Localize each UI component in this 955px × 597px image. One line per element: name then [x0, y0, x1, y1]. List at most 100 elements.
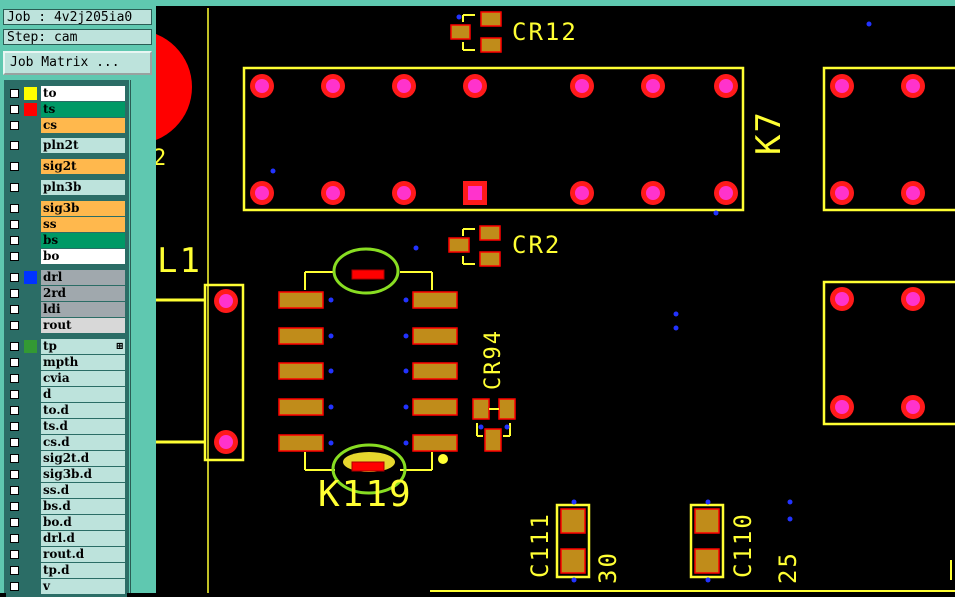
layer-name[interactable]: rout: [41, 318, 125, 333]
layer-row-bo[interactable]: bo: [6, 249, 127, 264]
layer-row-sig2t-d[interactable]: sig2t.d: [6, 451, 127, 466]
layer-color-swatch[interactable]: [24, 103, 37, 116]
layer-checkbox[interactable]: [10, 289, 19, 298]
layer-checkbox[interactable]: [10, 438, 19, 447]
smd-pad: [484, 428, 502, 452]
layer-checkbox[interactable]: [10, 390, 19, 399]
layer-row-sig2t[interactable]: sig2t: [6, 159, 127, 174]
layer-row-ts-d[interactable]: ts.d: [6, 419, 127, 434]
layer-checkbox[interactable]: [10, 252, 19, 261]
layer-name[interactable]: bs: [41, 233, 125, 248]
layer-checkbox[interactable]: [10, 273, 19, 282]
layer-row-pln3b[interactable]: pln3b: [6, 180, 127, 195]
layer-checkbox[interactable]: [10, 470, 19, 479]
layer-checkbox[interactable]: [10, 518, 19, 527]
layer-checkbox[interactable]: [10, 121, 19, 130]
layer-name[interactable]: sig3b: [41, 201, 125, 216]
via: [673, 311, 679, 317]
layer-name[interactable]: drl: [41, 270, 125, 285]
layer-checkbox[interactable]: [10, 374, 19, 383]
layer-row-ss-d[interactable]: ss.d: [6, 483, 127, 498]
layer-name[interactable]: pln2t: [41, 138, 125, 153]
layer-checkbox[interactable]: [10, 358, 19, 367]
layer-name[interactable]: mpth: [41, 355, 125, 370]
layer-checkbox[interactable]: [10, 105, 19, 114]
layer-checkbox[interactable]: [10, 342, 19, 351]
layer-row-bs-d[interactable]: bs.d: [6, 499, 127, 514]
layer-row-drl[interactable]: drl: [6, 270, 127, 285]
layer-checkbox[interactable]: [10, 550, 19, 559]
layer-checkbox[interactable]: [10, 204, 19, 213]
layer-color-swatch[interactable]: [24, 340, 37, 353]
layer-row-ldi[interactable]: ldi: [6, 302, 127, 317]
layer-name[interactable]: tp⊞: [41, 339, 125, 354]
layer-name[interactable]: cs: [41, 118, 125, 133]
layer-row-sig3b[interactable]: sig3b: [6, 201, 127, 216]
layer-name[interactable]: sig3b.d: [41, 467, 125, 482]
layer-row-v[interactable]: v: [6, 579, 127, 594]
layer-name[interactable]: bs.d: [41, 499, 125, 514]
layer-name[interactable]: bo: [41, 249, 125, 264]
layer-checkbox[interactable]: [10, 220, 19, 229]
layer-row-sig3b-d[interactable]: sig3b.d: [6, 467, 127, 482]
layer-row-tp-d[interactable]: tp.d: [6, 563, 127, 578]
layer-name[interactable]: to: [41, 86, 125, 101]
layer-name[interactable]: drl.d: [41, 531, 125, 546]
layer-name[interactable]: v: [41, 579, 125, 594]
layer-row-rout[interactable]: rout: [6, 318, 127, 333]
layer-row-mpth[interactable]: mpth: [6, 355, 127, 370]
layer-row-rout-d[interactable]: rout.d: [6, 547, 127, 562]
layer-checkbox[interactable]: [10, 162, 19, 171]
layer-name[interactable]: ts.d: [41, 419, 125, 434]
layer-name[interactable]: pln3b: [41, 180, 125, 195]
layer-row-cs[interactable]: cs: [6, 118, 127, 133]
layer-name[interactable]: 2rd: [41, 286, 125, 301]
layer-row-drl-d[interactable]: drl.d: [6, 531, 127, 546]
layer-checkbox[interactable]: [10, 236, 19, 245]
layer-row-pln2t[interactable]: pln2t: [6, 138, 127, 153]
layer-row-2rd[interactable]: 2rd: [6, 286, 127, 301]
layer-row-ts[interactable]: ts: [6, 102, 127, 117]
layer-name[interactable]: sig2t: [41, 159, 125, 174]
layer-row-d[interactable]: d: [6, 387, 127, 402]
layer-checkbox[interactable]: [10, 305, 19, 314]
layer-name[interactable]: ldi: [41, 302, 125, 317]
layer-name[interactable]: tp.d: [41, 563, 125, 578]
layer-name[interactable]: to.d: [41, 403, 125, 418]
layer-color-swatch[interactable]: [24, 271, 37, 284]
layer-checkbox[interactable]: [10, 566, 19, 575]
layer-row-bs[interactable]: bs: [6, 233, 127, 248]
layer-checkbox[interactable]: [10, 454, 19, 463]
layer-row-bo-d[interactable]: bo.d: [6, 515, 127, 530]
layer-row-to-d[interactable]: to.d: [6, 403, 127, 418]
layer-checkbox[interactable]: [10, 486, 19, 495]
expand-icon[interactable]: ⊞: [115, 341, 124, 352]
layer-name[interactable]: bo.d: [41, 515, 125, 530]
layer-checkbox[interactable]: [10, 406, 19, 415]
layer-row-cvia[interactable]: cvia: [6, 371, 127, 386]
layer-name[interactable]: sig2t.d: [41, 451, 125, 466]
layer-checkbox[interactable]: [10, 534, 19, 543]
layer-checkbox[interactable]: [10, 582, 19, 591]
layer-list-scrollbar[interactable]: [130, 80, 153, 593]
layer-name[interactable]: cvia: [41, 371, 125, 386]
layer-name[interactable]: cs.d: [41, 435, 125, 450]
layer-checkbox[interactable]: [10, 89, 19, 98]
layer-checkbox[interactable]: [10, 141, 19, 150]
layer-row-tp[interactable]: tp⊞: [6, 339, 127, 354]
layer-checkbox[interactable]: [10, 422, 19, 431]
layer-name[interactable]: ss: [41, 217, 125, 232]
layer-name[interactable]: ss.d: [41, 483, 125, 498]
layer-name[interactable]: ts: [41, 102, 125, 117]
layer-name[interactable]: rout.d: [41, 547, 125, 562]
layer-row-cs-d[interactable]: cs.d: [6, 435, 127, 450]
layer-color-swatch[interactable]: [24, 87, 37, 100]
job-matrix-button[interactable]: Job Matrix ...: [3, 51, 152, 75]
layer-row-to[interactable]: to: [6, 86, 127, 101]
layer-row-ss[interactable]: ss: [6, 217, 127, 232]
layer-checkbox[interactable]: [10, 502, 19, 511]
layer-name[interactable]: d: [41, 387, 125, 402]
layer-checkbox[interactable]: [10, 183, 19, 192]
layer-checkbox[interactable]: [10, 321, 19, 330]
